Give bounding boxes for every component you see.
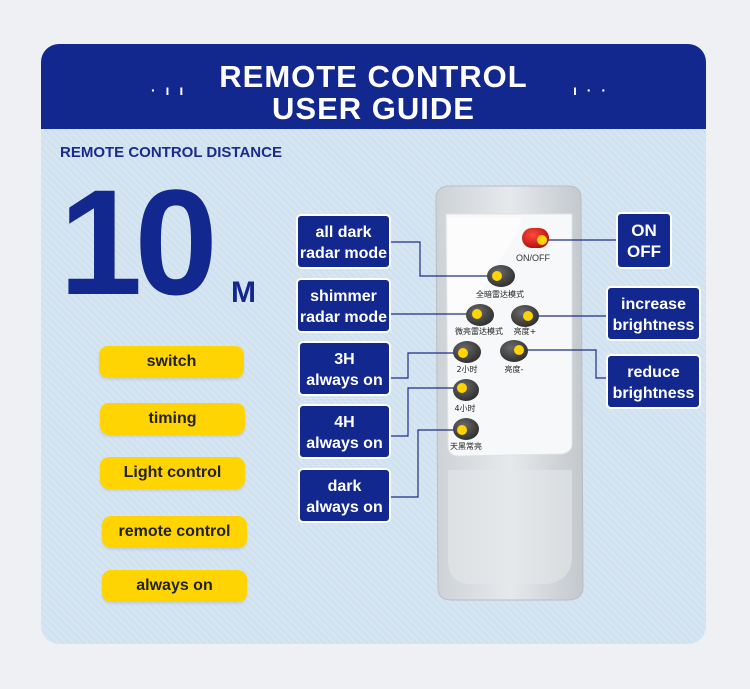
callout-4h-line1: 4H xyxy=(334,414,355,431)
callout-on-off-line2: OFF xyxy=(627,242,661,261)
btn-brightness-up-indicator xyxy=(523,311,533,321)
title-line-1: REMOTE CONTROL xyxy=(219,59,528,94)
btn-shimmer-radar-indicator xyxy=(472,309,482,319)
label-dark-on: 天黑常亮 xyxy=(450,441,482,451)
callout-dark-line1: dark xyxy=(327,478,362,495)
label-2h: 2小时 xyxy=(456,364,477,374)
title-line-2: USER GUIDE xyxy=(272,91,475,126)
label-4h: 4小时 xyxy=(454,403,475,413)
connector-all-dark xyxy=(388,241,497,277)
callout-3h-line1: 3H xyxy=(334,351,355,368)
distance-label: REMOTE CONTROL DISTANCE xyxy=(60,144,282,161)
mode-pill-switch: switch xyxy=(99,346,244,378)
header-banner: · ı ı REMOTE CONTROL USER GUIDE ı · · xyxy=(41,44,706,129)
callout-all-dark-line1: all dark xyxy=(315,224,372,241)
btn-all-dark-radar-indicator xyxy=(492,271,502,281)
callout-dark-line2: always on xyxy=(306,499,383,516)
header-decoration-right: ı · · xyxy=(573,82,609,98)
label-brightness-down: 亮度- xyxy=(505,364,524,374)
callout-all-dark-radar: all dark radar mode xyxy=(296,214,391,269)
remote-lower-face xyxy=(448,470,572,584)
label-shimmer-radar: 微亮雷达模式 xyxy=(455,326,503,336)
callout-reduce-line2: brightness xyxy=(612,385,695,402)
mode-pill-timing: timing xyxy=(100,403,245,435)
callout-shimmer-line1: shimmer xyxy=(310,288,377,305)
connector-4h xyxy=(388,387,462,437)
callout-3h-always-on: 3H always on xyxy=(298,341,391,396)
power-indicator xyxy=(537,235,547,245)
callout-all-dark-line2: radar mode xyxy=(299,245,388,262)
mode-pill-remote-control: remote control xyxy=(102,516,247,548)
btn-4h-indicator xyxy=(457,383,467,393)
label-all-dark-radar: 全暗雷达模式 xyxy=(476,289,524,299)
btn-brightness-down-indicator xyxy=(514,345,524,355)
callout-increase-line1: increase xyxy=(621,296,686,313)
btn-dark-on-indicator xyxy=(457,425,467,435)
mode-pill-light-control: Light control xyxy=(100,457,245,489)
mode-pill-always-on: always on xyxy=(102,570,247,602)
callout-dark-always-on: dark always on xyxy=(298,468,391,523)
remote-top-window xyxy=(448,218,521,312)
callout-reduce-line1: reduce xyxy=(627,364,680,381)
connector-3h xyxy=(388,352,463,379)
distance-unit: M xyxy=(231,276,256,309)
callout-increase-brightness: increase brightness xyxy=(606,286,701,341)
callout-reduce-brightness: reduce brightness xyxy=(606,354,701,409)
callout-shimmer-radar: shimmer radar mode xyxy=(296,278,391,333)
guide-card: · ı ı REMOTE CONTROL USER GUIDE ı · · RE… xyxy=(41,44,706,644)
callout-4h-line2: always on xyxy=(306,435,383,452)
callout-increase-line2: brightness xyxy=(612,317,695,334)
callout-on-off: ON OFF xyxy=(616,212,672,269)
callout-3h-line2: always on xyxy=(306,372,383,389)
distance-value: 10 xyxy=(59,158,218,326)
btn-2h-indicator xyxy=(458,348,468,358)
label-brightness-up: 亮度+ xyxy=(514,326,537,336)
connector-dark xyxy=(388,429,462,498)
callout-shimmer-line2: radar mode xyxy=(299,309,388,326)
callout-4h-always-on: 4H always on xyxy=(298,404,391,459)
power-label: ON/OFF xyxy=(516,253,550,263)
header-decoration-left: · ı ı xyxy=(151,82,187,98)
callout-on-off-line1: ON xyxy=(631,221,657,240)
connector-reduce xyxy=(519,349,608,379)
